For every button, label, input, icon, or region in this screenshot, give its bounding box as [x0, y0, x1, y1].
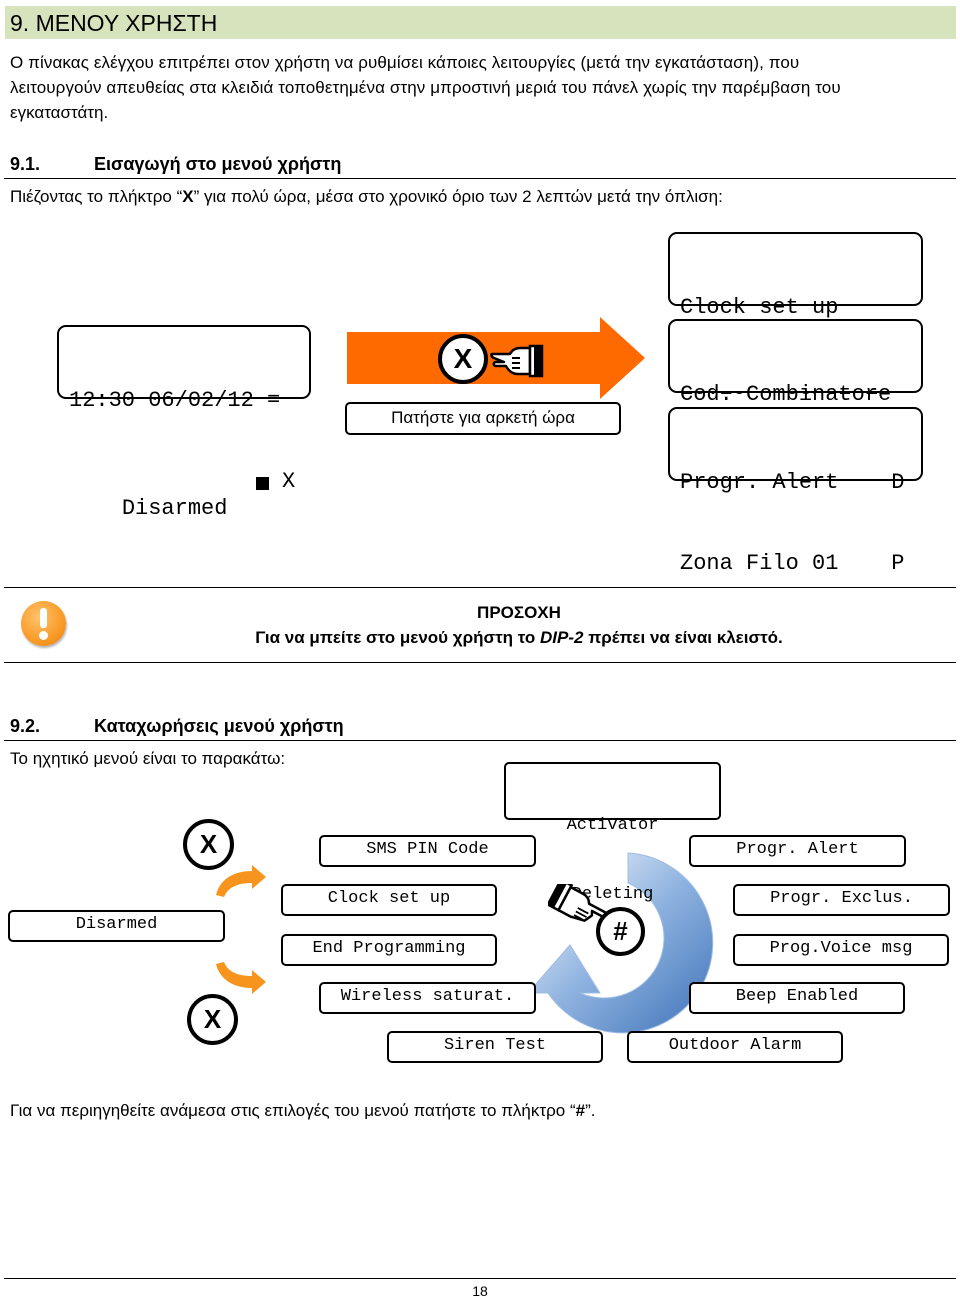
menu-cycle-graphic — [526, 852, 714, 1034]
status-display: 12:30 06/02/12 = Disarmed X — [57, 325, 311, 521]
section-rule-9-1 — [4, 178, 956, 179]
x-key-top-icon: X — [183, 819, 234, 870]
status-display-line-1: 12:30 06/02/12 = — [69, 388, 281, 413]
status-display-key: X — [282, 469, 296, 494]
menu-item-beep-enabled: Beep Enabled — [689, 982, 905, 1014]
clock-setup-display: Clock set up 10:20 06/02/12 — [668, 232, 923, 401]
section-title-9-1: Εισαγωγή στο μενού χρήστη — [94, 154, 342, 174]
section-title-9-2: Καταχωρήσεις μενού χρήστη — [94, 716, 344, 736]
status-display-disarmed: Disarmed — [121, 496, 228, 521]
exclamation-bar — [40, 608, 47, 628]
section-number-9-1: 9.1. — [10, 154, 41, 174]
warning-dip: DIP-2 — [540, 628, 584, 647]
progr-alert-line-2: Zona Filo 01 P — [680, 551, 905, 576]
footer-rule — [4, 1278, 956, 1279]
section-rule-9-2 — [4, 740, 956, 741]
menu-item-prog-voice: Prog.Voice msg — [733, 934, 949, 966]
intro-line-2: λειτουργούν απευθείας στα κλειδιά τοποθε… — [10, 78, 841, 97]
activator-line-2: Deleting — [571, 885, 654, 904]
menu-item-activator-deleting: Activator Deleting — [504, 762, 721, 904]
curved-arrow-top-icon — [216, 865, 266, 897]
warning-rule-bottom — [4, 662, 956, 663]
combinator-line-1: Cod. Combinatore — [680, 382, 892, 407]
section2-intro: Το ηχητικό μενού είναι το παρακάτω: — [10, 749, 286, 768]
progr-alert-line-1: Progr. Alert D — [680, 470, 905, 495]
intro-line-1: Ο πίνακας ελέγχου επιτρέπει στον χρήστη … — [10, 53, 800, 72]
navigation-text-after: ”. — [585, 1101, 596, 1120]
cursor-block-icon — [256, 477, 269, 490]
page-number: 18 — [472, 1283, 488, 1299]
menu-item-wireless: Wireless saturat. — [319, 982, 536, 1014]
press-label-box: Πατήστε για αρκετή ώρα — [345, 402, 621, 435]
curved-arrow-bottom-icon — [216, 962, 266, 994]
header-bar — [5, 6, 956, 39]
warning-title: ΠΡΟΣΟΧΗ — [477, 603, 561, 622]
section1-text-before: Πιέζοντας το πλήκτρο “ — [10, 187, 183, 206]
navigation-instruction: Για να περιηγηθείτε ανάμεσα στις επιλογέ… — [10, 1101, 595, 1121]
activator-line-1: Activator — [566, 816, 659, 835]
status-display-line-2: Disarmed X — [69, 468, 299, 603]
combinator-code-display: Cod. Combinatore 0000 — [668, 319, 923, 488]
warning-text-after: πρέπει να είναι κλειστό. — [583, 628, 783, 647]
menu-start-disarmed: Disarmed — [8, 910, 225, 942]
warning-text: Για να μπείτε στο μενού χρήστη το DIP-2 … — [0, 628, 960, 648]
x-key-icon: X — [438, 334, 488, 384]
progr-alert-display: Progr. Alert D Zona Filo 01 P — [668, 407, 923, 576]
exclamation-dot — [39, 631, 48, 640]
navigation-key: # — [575, 1101, 586, 1120]
intro-line-3: εγκαταστάτη. — [10, 103, 109, 122]
pointing-hand-icon — [490, 344, 544, 378]
warning-text-before: Για να μπείτε στο μενού χρήστη το — [255, 628, 541, 647]
menu-item-outdoor-alarm: Outdoor Alarm — [627, 1031, 843, 1063]
menu-item-clock-setup: Clock set up — [281, 884, 497, 916]
section-number-9-2: 9.2. — [10, 716, 41, 736]
clock-setup-line-1: Clock set up — [680, 295, 839, 320]
menu-item-end-programming: End Programming — [281, 934, 497, 966]
x-key-bottom-icon: X — [187, 994, 238, 1045]
press-label: Πατήστε για αρκετή ώρα — [391, 408, 575, 427]
section1-text: Πιέζοντας το πλήκτρο “X” για πολύ ώρα, μ… — [10, 187, 723, 207]
navigation-text-before: Για να περιηγηθείτε ανάμεσα στις επιλογέ… — [10, 1101, 576, 1120]
section1-key: X — [182, 187, 194, 206]
menu-item-progr-exclus: Progr. Exclus. — [733, 884, 950, 916]
menu-item-progr-alert: Progr. Alert — [689, 835, 906, 867]
menu-item-sms-pin: SMS PIN Code — [319, 835, 536, 867]
warning-rule-top — [4, 587, 956, 588]
exclamation-icon — [21, 601, 66, 646]
section1-text-after: ” για πολύ ώρα, μέσα στο χρονικό όριο τω… — [193, 187, 723, 206]
menu-item-siren-test: Siren Test — [387, 1031, 603, 1063]
hash-key-icon: # — [596, 907, 645, 956]
page-title: 9. ΜΕΝΟΥ ΧΡΗΣΤΗ — [10, 10, 218, 36]
menu-cycle-ring — [526, 852, 714, 1034]
